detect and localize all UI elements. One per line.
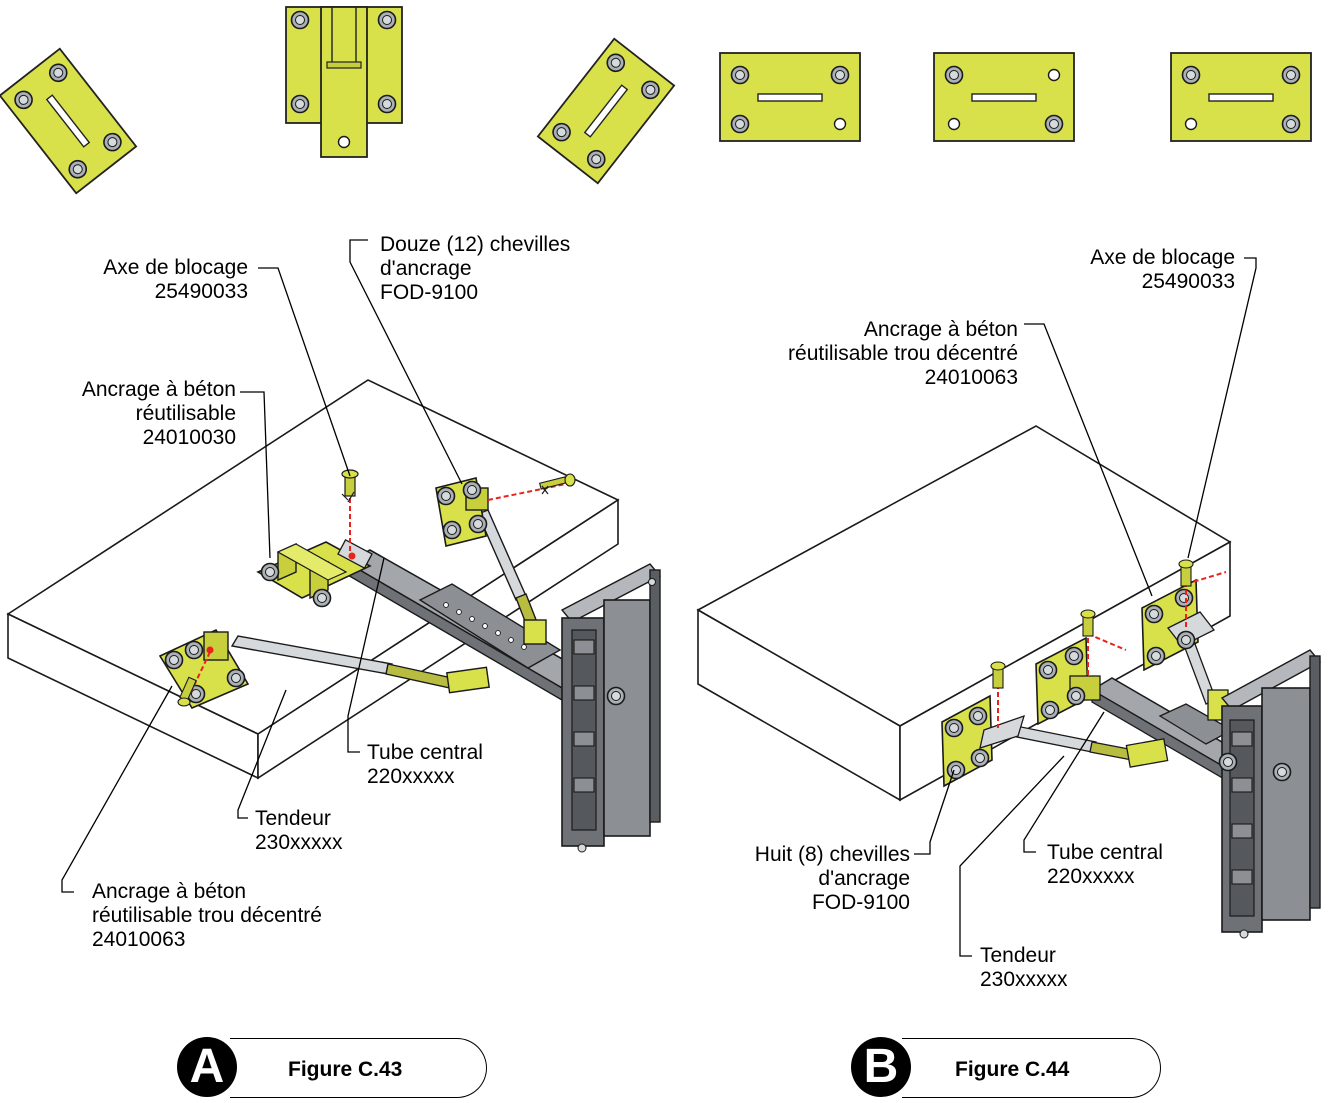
anchor-b-right xyxy=(1141,578,1215,672)
label-line: réutilisable trou décentré xyxy=(788,342,1018,365)
plate-view-1 xyxy=(0,47,138,195)
locking-pins-a xyxy=(177,469,576,707)
figure-a-badge: A xyxy=(177,1037,237,1097)
plate-view-2 xyxy=(285,6,403,158)
label-chevilles-b: Huit (8) chevilles d'ancrage FOD-9100 xyxy=(755,843,910,915)
label-tube-central-a: Tube central 220xxxxx xyxy=(367,741,483,789)
label-line: 220xxxxx xyxy=(367,765,455,788)
label-line: Tendeur xyxy=(255,807,331,830)
label-ancrage-a: Ancrage à béton réutilisable 24010030 xyxy=(82,378,236,450)
frame-a xyxy=(560,563,662,853)
frame-b xyxy=(1218,649,1322,939)
label-line: Huit (8) chevilles xyxy=(754,843,910,866)
tendeur-b-left xyxy=(1011,725,1169,768)
label-line: 230xxxxx xyxy=(980,968,1068,991)
label-ancrage-decentre-a: Ancrage à béton réutilisable trou décent… xyxy=(92,880,322,952)
label-line: FOD-9100 xyxy=(811,891,910,914)
label-line: réutilisable trou décentré xyxy=(92,904,322,927)
label-line: Tube central xyxy=(367,741,483,764)
label-line: d'ancrage xyxy=(818,867,910,890)
label-line: 25490033 xyxy=(154,280,248,303)
anchor-b-middle xyxy=(1035,636,1101,726)
label-line: Axe de blocage xyxy=(103,256,248,279)
label-tendeur-b: Tendeur 230xxxxx xyxy=(980,944,1068,992)
label-line: 220xxxxx xyxy=(1047,865,1135,888)
plate-view-6 xyxy=(1170,52,1312,142)
label-line: FOD-9100 xyxy=(380,281,479,304)
figure-a-caption-frame xyxy=(230,1038,487,1098)
figure-a-caption: Figure C.43 xyxy=(288,1058,403,1081)
figure-a-drawing xyxy=(6,379,662,853)
label-chevilles-a: Douze (12) chevilles d'ancrage FOD-9100 xyxy=(380,233,570,305)
label-line: 24010030 xyxy=(142,426,236,449)
label-line: 24010063 xyxy=(92,928,186,951)
label-line: 230xxxxx xyxy=(255,831,343,854)
label-line: Tube central xyxy=(1047,841,1163,864)
label-line: Tendeur xyxy=(980,944,1056,967)
figure-b-drawing xyxy=(696,425,1322,939)
label-line: Ancrage à béton xyxy=(863,318,1018,341)
plate-view-3 xyxy=(536,37,676,185)
tendeur-a-upper xyxy=(477,509,547,645)
anchor-lower-a xyxy=(158,628,250,710)
anchor-upper-a xyxy=(435,477,489,547)
label-tendeur-a: Tendeur 230xxxxx xyxy=(255,807,343,855)
figure-b-caption: Figure C.44 xyxy=(955,1058,1070,1081)
label-axe-blocage-a: Axe de blocage 25490033 xyxy=(103,256,248,304)
label-line: Axe de blocage xyxy=(1090,246,1235,269)
label-line: d'ancrage xyxy=(380,257,472,280)
label-line: Douze (12) chevilles xyxy=(380,233,571,256)
figure-b-badge: B xyxy=(851,1037,911,1097)
plate-view-4 xyxy=(719,52,861,142)
label-line: 24010063 xyxy=(924,366,1018,389)
label-ancrage-decentre-b: Ancrage à béton réutilisable trou décent… xyxy=(788,318,1018,390)
label-line: Ancrage à béton xyxy=(92,880,247,903)
label-tube-central-b: Tube central 220xxxxx xyxy=(1047,841,1163,889)
plate-view-5 xyxy=(933,52,1075,142)
label-line: 25490033 xyxy=(1141,270,1235,293)
top-plate-views xyxy=(0,6,1312,195)
label-axe-blocage-b: Axe de blocage 25490033 xyxy=(1090,246,1235,294)
anchor-b-left xyxy=(941,694,1025,788)
leader-lines xyxy=(61,239,1257,957)
label-line: réutilisable xyxy=(135,402,236,425)
locking-pins-b xyxy=(990,559,1227,728)
tendeur-a-left xyxy=(230,635,490,694)
label-line: Ancrage à béton xyxy=(81,378,236,401)
figure-b-caption-frame xyxy=(902,1038,1161,1098)
anchor-central-a xyxy=(256,539,373,608)
